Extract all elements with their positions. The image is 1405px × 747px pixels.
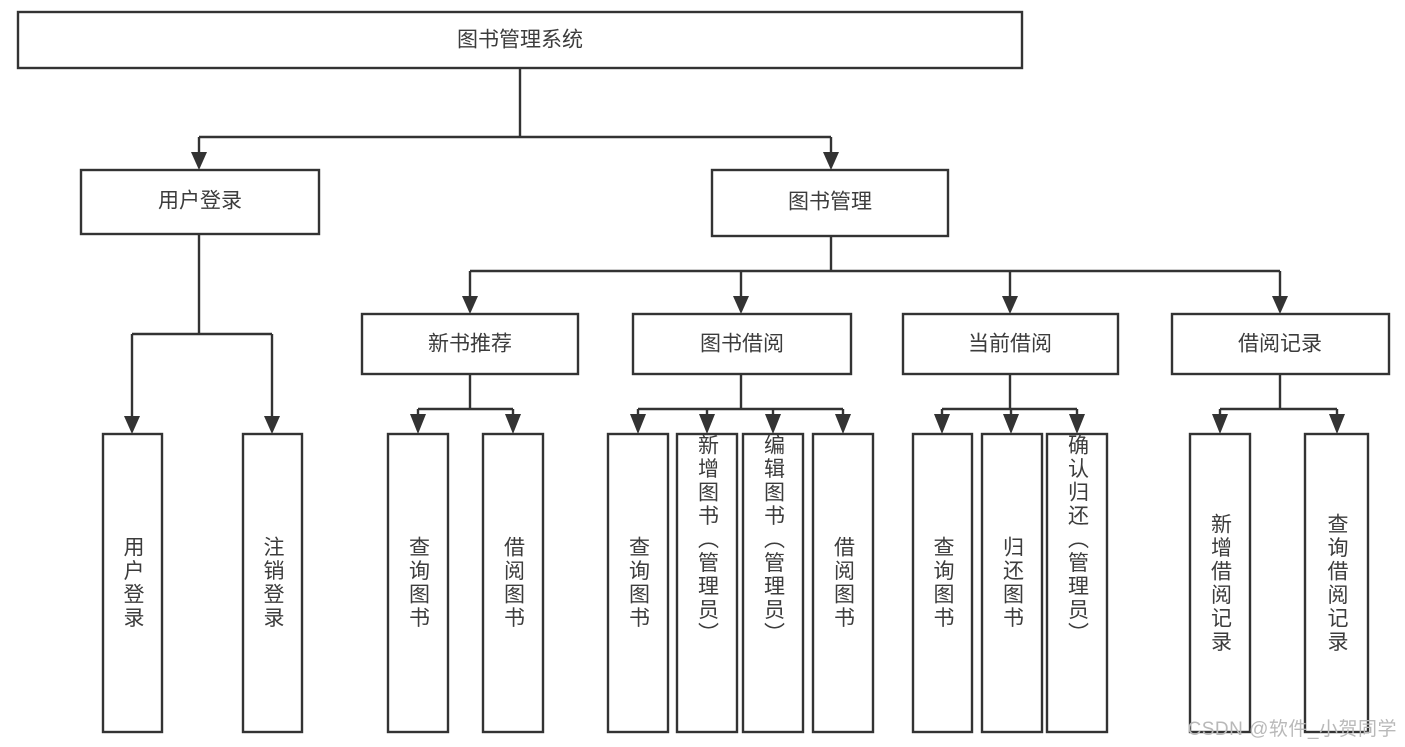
node-leaf-query-book-3-box[interactable] [911, 432, 974, 734]
arrow-head-borrow-record [1272, 296, 1288, 314]
node-leaf-query-book-2-box[interactable] [606, 432, 670, 734]
arrow-head-book-manage [823, 152, 839, 170]
arrow-head-leaf-add-book [699, 414, 715, 434]
node-root-box[interactable] [16, 10, 1024, 70]
node-leaf-query-record-box[interactable] [1303, 432, 1370, 734]
node-leaf-borrow-book-1-box[interactable] [481, 432, 545, 734]
arrow-head-leaf-borrow-book-2 [835, 414, 851, 434]
arrow-head-leaf-return-book [1003, 414, 1019, 434]
node-current-borrow-box[interactable] [901, 312, 1120, 376]
node-leaf-add-book-box[interactable] [675, 432, 739, 734]
node-borrow-record-box[interactable] [1170, 312, 1391, 376]
arrow-head-current-borrow [1002, 296, 1018, 314]
node-borrow-record[interactable]: 借阅记录 [1170, 312, 1391, 376]
arrow-head-leaf-user-login [124, 416, 140, 434]
arrow-head-leaf-query-book-2 [630, 414, 646, 434]
node-book-manage[interactable]: 图书管理 [710, 168, 950, 238]
arrow-head-leaf-logout [264, 416, 280, 434]
node-current-borrow-label: 当前借阅 [968, 333, 1052, 356]
node-user-login-label: 用户登录 [158, 190, 242, 213]
connector-group [124, 68, 1345, 434]
arrow-head-leaf-borrow-book-1 [505, 414, 521, 434]
arrow-head-user-login [191, 152, 207, 170]
node-new-book-recommend-box[interactable] [360, 312, 580, 376]
node-book-borrow[interactable]: 图书借阅 [631, 312, 853, 376]
node-book-borrow-box[interactable] [631, 312, 853, 376]
node-leaf-query-book-1-box[interactable] [386, 432, 450, 734]
node-user-login[interactable]: 用户登录 [79, 168, 321, 236]
arrow-head-new-book-recommend [462, 296, 478, 314]
node-book-manage-box[interactable] [710, 168, 950, 238]
node-current-borrow[interactable]: 当前借阅 [901, 312, 1120, 376]
node-user-login-box[interactable] [79, 168, 321, 236]
arrow-head-leaf-confirm-return [1069, 414, 1085, 434]
arrow-head-leaf-query-book-3 [934, 414, 950, 434]
node-borrow-record-label: 借阅记录 [1238, 333, 1322, 356]
arrow-head-leaf-add-record [1212, 414, 1228, 434]
node-leaf-logout-box[interactable] [241, 432, 304, 734]
node-book-borrow-label: 图书借阅 [700, 333, 784, 356]
arrow-head-leaf-query-book-1 [410, 414, 426, 434]
arrow-head-leaf-edit-book [765, 414, 781, 434]
csdn-watermark: CSDN @软件_小贺同学 [1187, 719, 1397, 740]
leaf-node-group [101, 432, 1370, 734]
node-book-manage-label: 图书管理 [788, 191, 872, 214]
node-new-book-recommend[interactable]: 新书推荐 [360, 312, 580, 376]
node-root[interactable]: 图书管理系统 [16, 10, 1024, 70]
node-leaf-user-login-box[interactable] [101, 432, 164, 734]
node-new-book-recommend-label: 新书推荐 [428, 333, 512, 356]
arrow-head-book-borrow [733, 296, 749, 314]
node-root-label: 图书管理系统 [457, 29, 583, 52]
node-leaf-confirm-return-box[interactable] [1045, 432, 1109, 734]
arrow-head-leaf-query-record [1329, 414, 1345, 434]
node-leaf-return-book-box[interactable] [980, 432, 1044, 734]
node-leaf-edit-book-box[interactable] [741, 432, 805, 734]
node-leaf-add-record-box[interactable] [1188, 432, 1252, 734]
node-leaf-borrow-book-2-box[interactable] [811, 432, 875, 734]
